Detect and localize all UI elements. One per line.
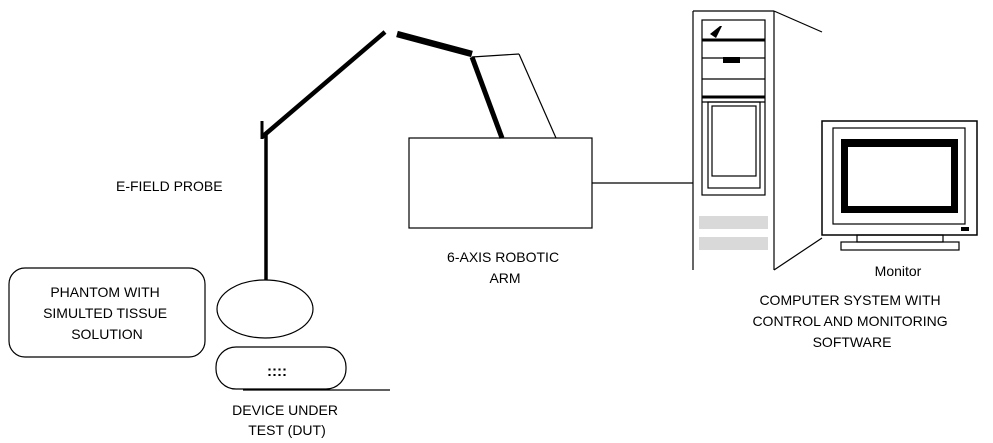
tower-bottom-perspective xyxy=(773,237,823,271)
robotic-arm-label-line-1: 6-AXIS ROBOTIC xyxy=(447,249,559,265)
dut-label: DEVICE UNDER TEST (DUT) xyxy=(232,402,342,438)
phantom-label-line-3: SOLUTION xyxy=(71,326,143,342)
monitor-stand-base xyxy=(840,241,960,251)
robotic-arm xyxy=(260,30,593,229)
monitor xyxy=(821,120,978,251)
tower-top-perspective xyxy=(773,10,823,33)
robot-upper-arm-thin xyxy=(471,53,520,58)
phantom-ellipse xyxy=(216,279,314,339)
phantom-label-line-1: PHANTOM WITH xyxy=(50,284,159,300)
computer-tower xyxy=(692,10,823,271)
floppy-slot-1 xyxy=(699,216,768,229)
monitor-label: Monitor xyxy=(875,263,922,279)
tower-bay-panel xyxy=(701,19,766,196)
monitor-stand-neck xyxy=(856,234,944,243)
robot-lower-arm xyxy=(469,56,505,139)
monitor-power-button xyxy=(961,227,969,231)
monitor-screen-outer xyxy=(832,127,966,225)
phantom-label-line-2: SIMULTED TISSUE xyxy=(43,305,167,321)
tower-inner-panel xyxy=(711,105,757,177)
robot-base xyxy=(408,137,593,229)
robotic-arm-label: 6-AXIS ROBOTIC ARM xyxy=(447,249,563,286)
phantom-label-box xyxy=(8,267,206,358)
robotic-arm-label-line-2: ARM xyxy=(489,270,520,286)
e-field-probe-label: E-FIELD PROBE xyxy=(116,178,223,194)
dut-screen-dots: :::: xyxy=(267,363,287,380)
drive-eject-tab xyxy=(710,26,722,38)
computer-system-label-line-2: CONTROL AND MONITORING xyxy=(752,313,947,329)
computer-system-label-line-3: SOFTWARE xyxy=(813,334,892,350)
computer-system-label-line-1: COMPUTER SYSTEM WITH xyxy=(759,292,940,308)
floppy-slot-2 xyxy=(699,237,768,250)
monitor-screen-frame xyxy=(841,139,958,213)
robot-forearm-segment xyxy=(396,30,473,58)
computer-system-label: COMPUTER SYSTEM WITH CONTROL AND MONITOR… xyxy=(752,292,951,350)
robot-upper-arm-side xyxy=(518,53,557,139)
robot-wrist-segment xyxy=(260,30,387,139)
tower-inner-panel-frame xyxy=(707,101,761,189)
dut-label-line-2: TEST (DUT) xyxy=(248,422,326,438)
dut-body xyxy=(215,346,347,390)
dut-label-line-1: DEVICE UNDER xyxy=(232,402,338,418)
phantom-label: PHANTOM WITH SIMULTED TISSUE SOLUTION xyxy=(43,284,171,342)
drive-button-slot xyxy=(723,57,740,63)
